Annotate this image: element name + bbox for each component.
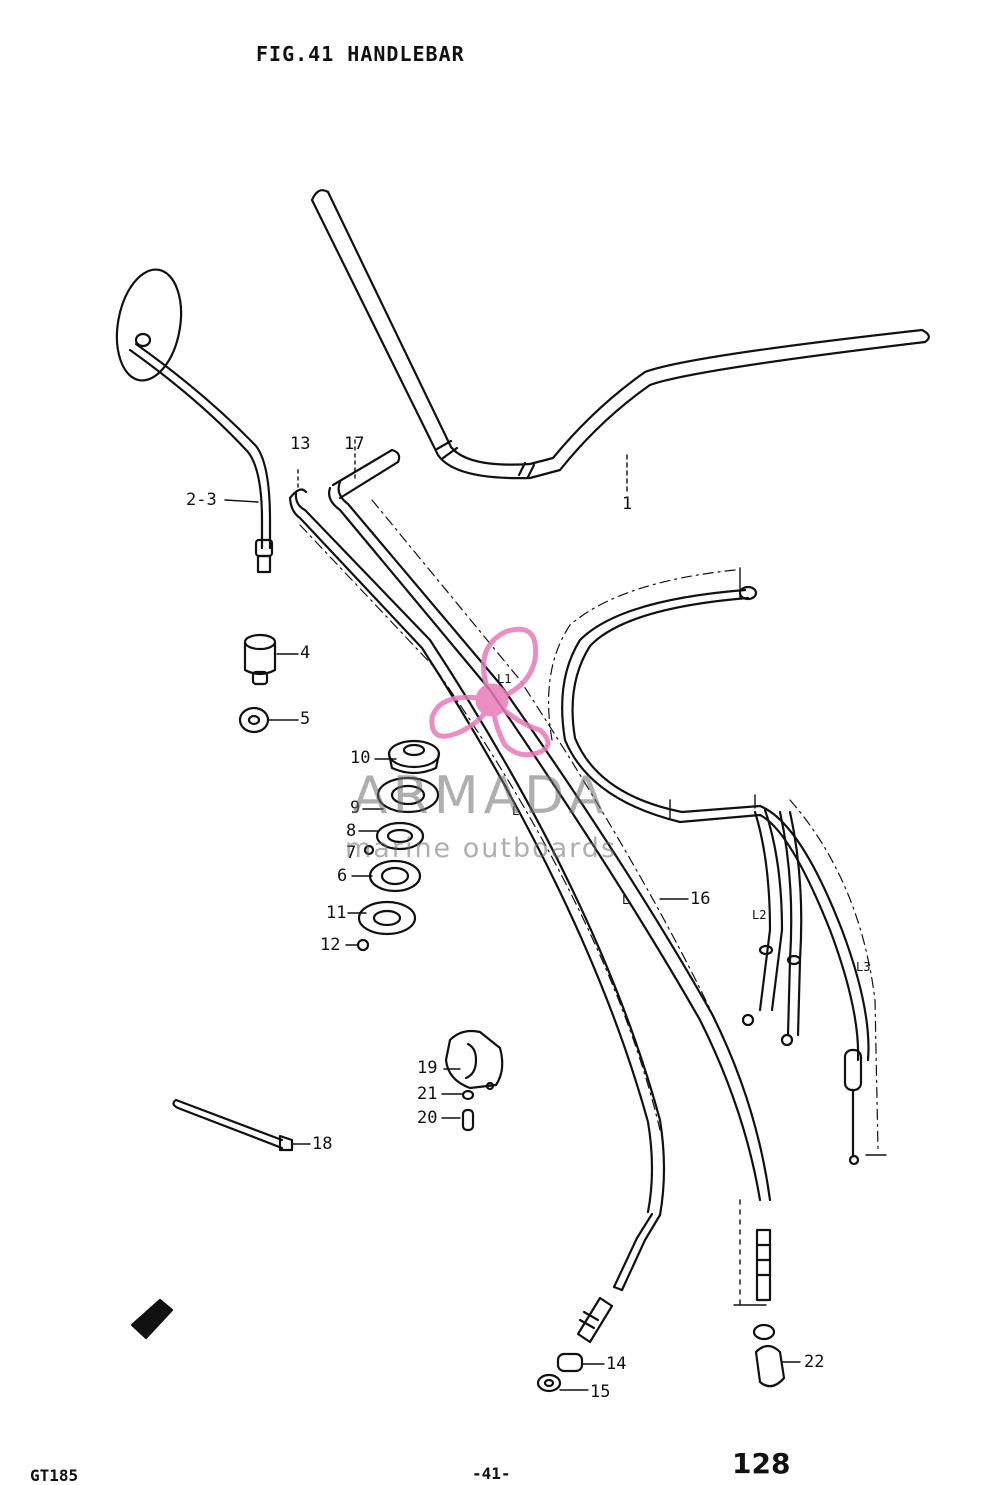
callout-part-8: 8 [346, 821, 357, 841]
callout-part-1: 1 [622, 494, 633, 514]
switch-assembly-parts [356, 739, 441, 952]
part-4-nut [243, 633, 277, 686]
cable-length-l2: L2 [752, 908, 767, 922]
part-5-washer [238, 706, 270, 734]
callout-part-14: 14 [606, 1354, 627, 1374]
tool-mark [130, 1298, 174, 1340]
callout-part-15: 15 [590, 1382, 611, 1402]
callout-part-19: 19 [417, 1058, 438, 1078]
watermark-tagline: marine outboards [345, 833, 618, 864]
callout-part-20: 20 [417, 1108, 438, 1128]
callout-part-16: 16 [690, 889, 711, 909]
cable-16-bundle [548, 567, 887, 1166]
callout-part-9: 9 [350, 798, 361, 818]
callout-part-4: 4 [300, 643, 311, 663]
watermark-brand: ARMADA [352, 766, 609, 826]
cable-length-l1: L1 [497, 672, 512, 686]
mirror [115, 268, 274, 574]
cable-end-parts [536, 1323, 786, 1393]
cable-length-l-upper: L [512, 804, 520, 818]
callout-part-7: 7 [346, 843, 357, 863]
cable-length-l3: L3 [856, 960, 871, 974]
part-19-clamp [444, 1029, 504, 1132]
cable-17 [328, 439, 772, 1306]
callout-part-6: 6 [337, 866, 348, 886]
part-18-stud [172, 1098, 294, 1152]
cable-13 [288, 469, 666, 1344]
callout-part-10: 10 [350, 748, 371, 768]
figure-title: FIG.41 HANDLEBAR [256, 42, 465, 66]
callout-part-2-3: 2-3 [186, 490, 217, 510]
callout-part-5: 5 [300, 709, 311, 729]
watermark-propeller [429, 626, 551, 758]
callout-part-22: 22 [804, 1352, 825, 1372]
handlebar-tube [310, 189, 930, 496]
callout-part-21: 21 [417, 1084, 438, 1104]
cable-length-l-lower: L [622, 893, 630, 907]
callout-part-13: 13 [290, 434, 311, 454]
callout-part-18: 18 [312, 1134, 333, 1154]
callout-part-12: 12 [320, 935, 341, 955]
callout-part-17: 17 [344, 434, 365, 454]
leader-lines [224, 499, 801, 1391]
model-code: GT185 [30, 1466, 79, 1485]
callout-part-11: 11 [326, 903, 347, 923]
page-code: -41- [472, 1464, 511, 1483]
page-number: 128 [732, 1447, 791, 1480]
